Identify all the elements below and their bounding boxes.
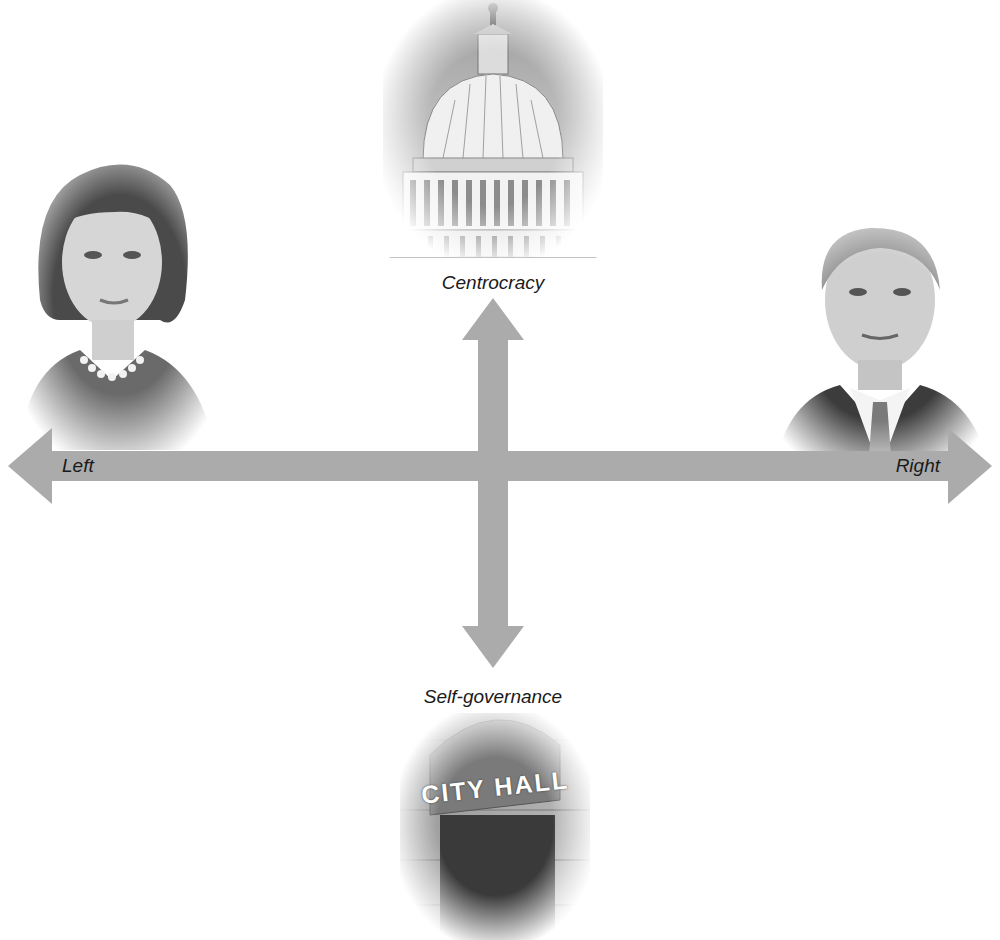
right-portrait bbox=[760, 200, 1000, 475]
axis-end-label: Left bbox=[62, 455, 94, 478]
axis-end-label: Centrocracy bbox=[442, 272, 544, 295]
capitol-picture bbox=[383, 0, 603, 257]
city-hall-picture bbox=[400, 713, 590, 940]
axis-end-label: Right bbox=[896, 455, 940, 478]
vertical-axis bbox=[462, 298, 524, 668]
axis-end-label: Self-governance bbox=[424, 686, 562, 709]
left-portrait bbox=[10, 130, 230, 460]
axis-arrows bbox=[8, 298, 992, 668]
